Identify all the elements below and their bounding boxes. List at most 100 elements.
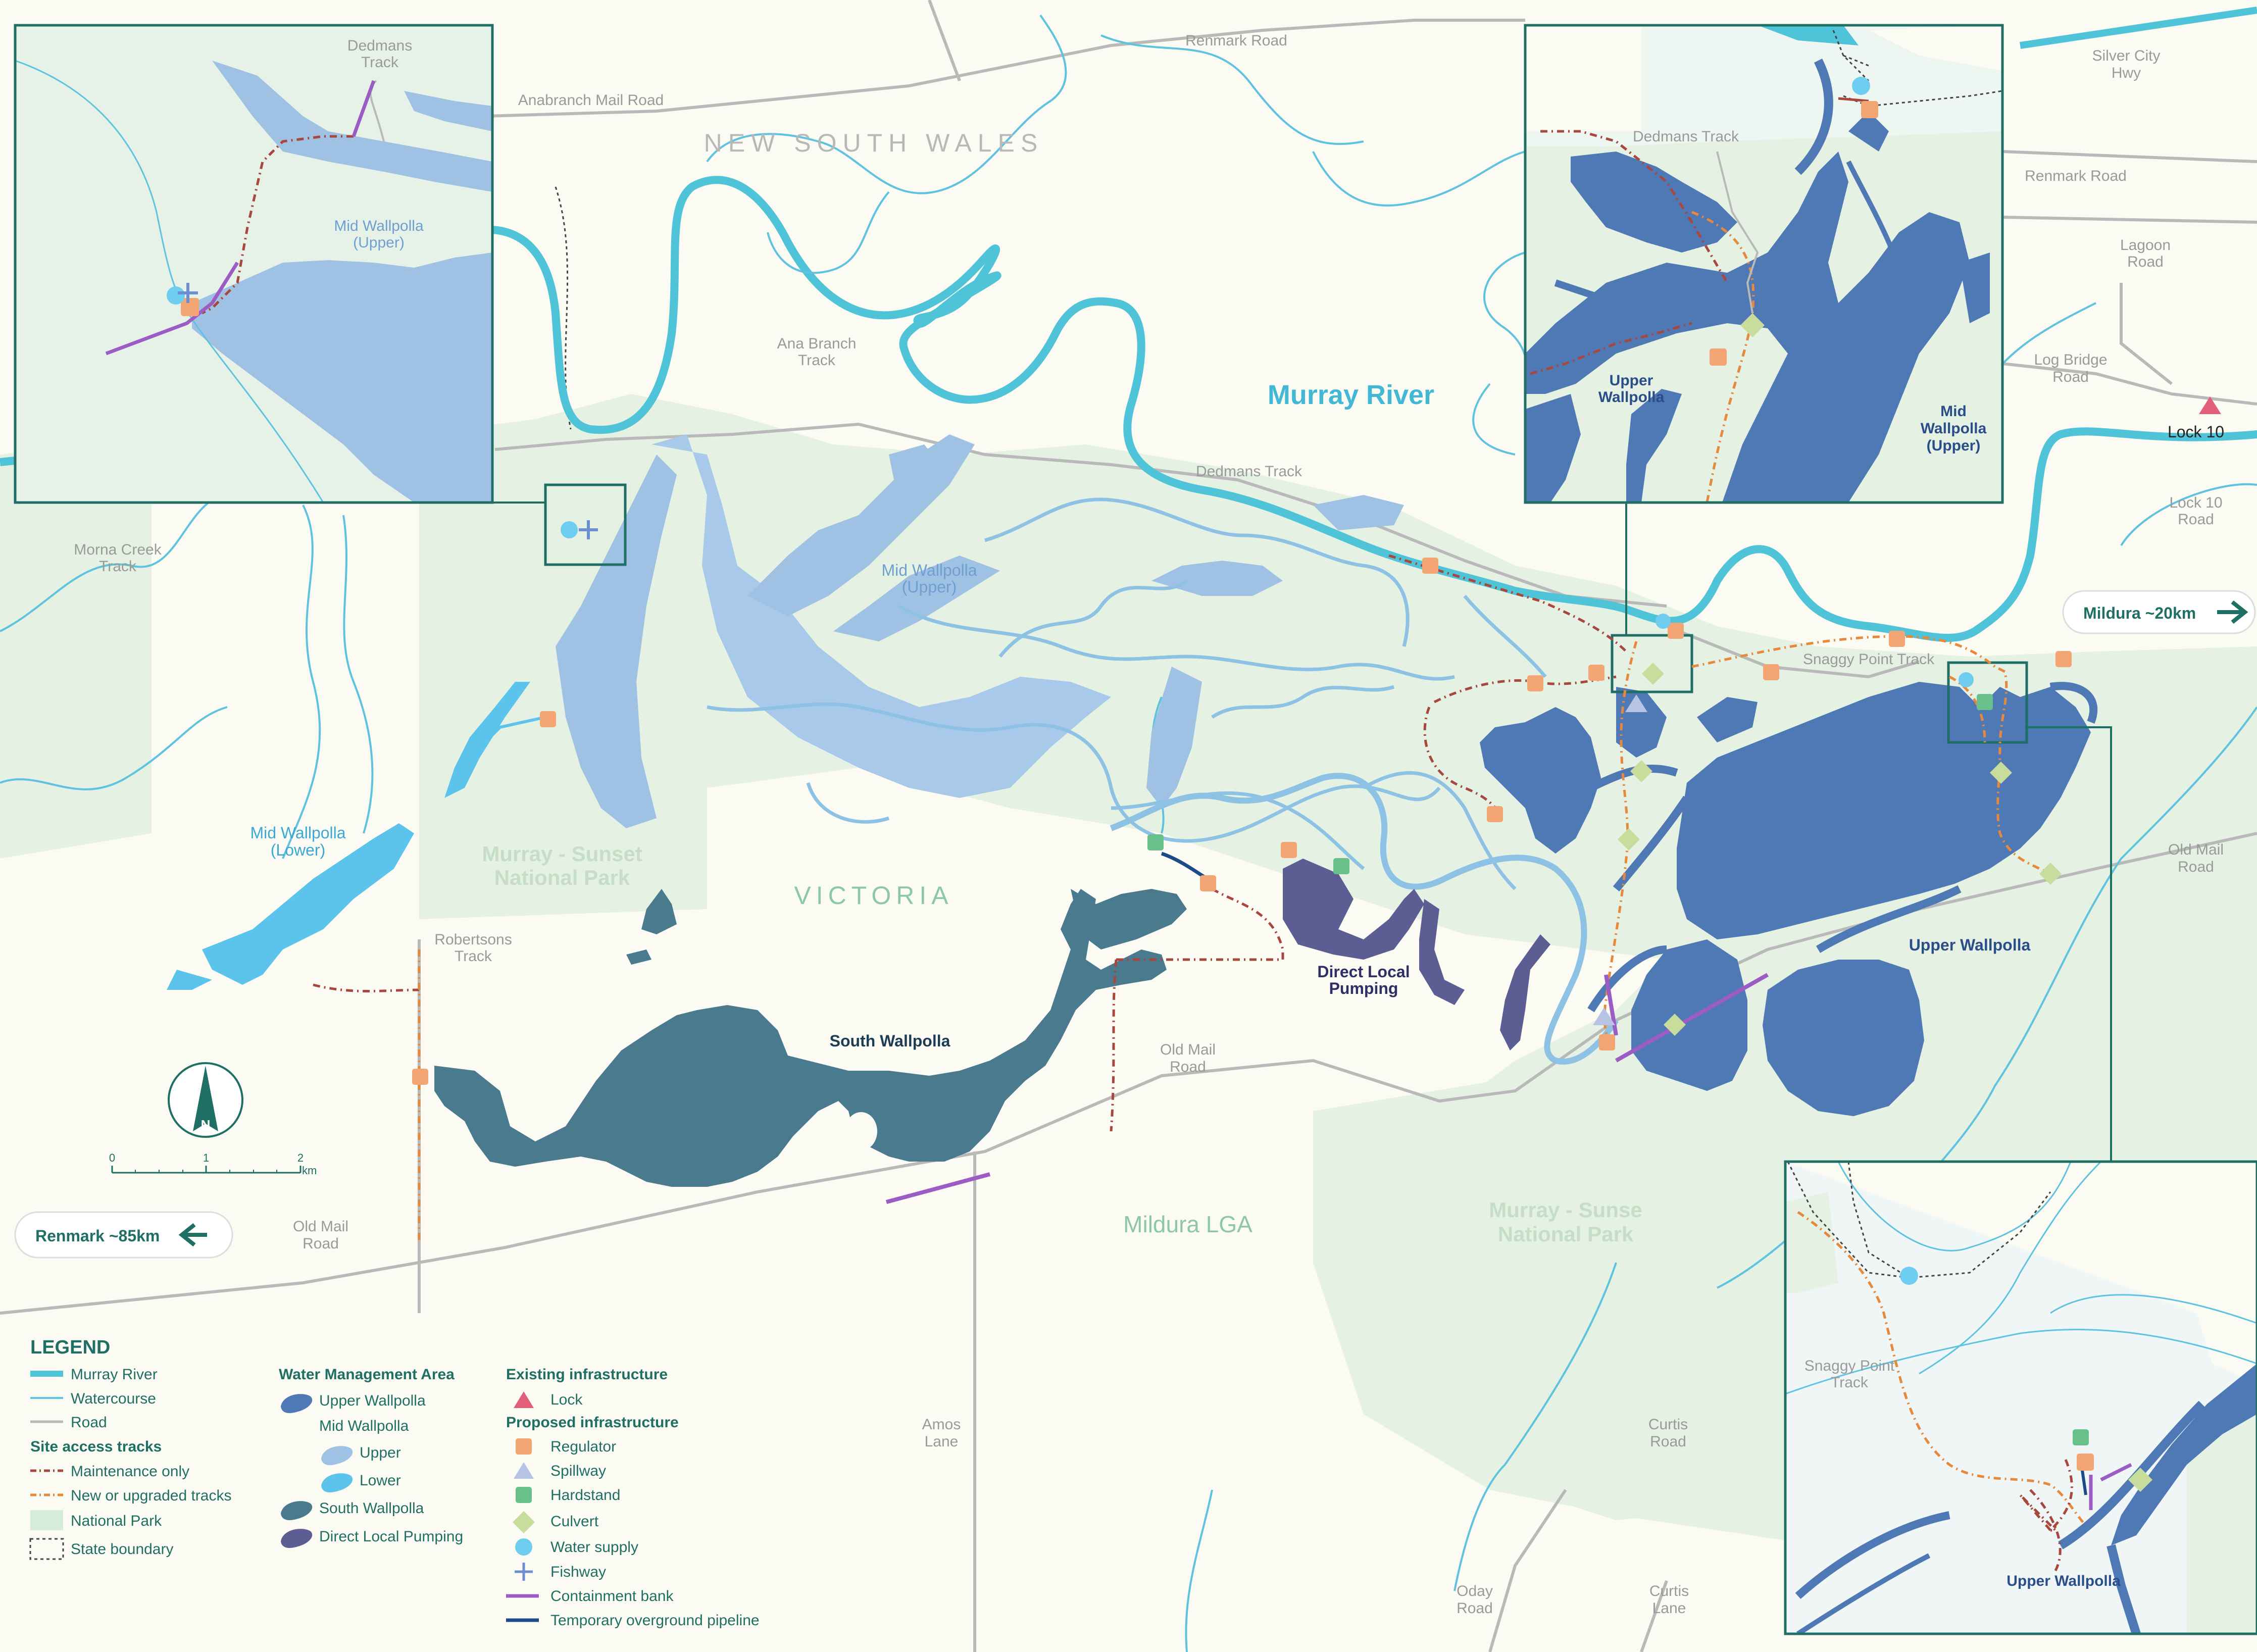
legend-wma-heading: Water Management Area [279, 1366, 455, 1383]
legend-culvert: Culvert [550, 1513, 599, 1530]
road-anabranch: Anabranch Mail Road [518, 92, 664, 109]
regulators [412, 558, 2072, 1085]
road-curtis-road-1: Curtis [1648, 1416, 1688, 1433]
road-old-mail-left-1: Old Mail [293, 1218, 348, 1235]
area-mid-lower-2: (Lower) [271, 841, 325, 859]
culverts [1618, 663, 2062, 1036]
arrow-left-icon [178, 1223, 207, 1247]
upper-wallpolla-area [1480, 682, 2091, 1116]
spillways [1593, 694, 1647, 1025]
tl-area-1: Mid Wallpolla [334, 218, 424, 234]
legend-state: State boundary [71, 1541, 173, 1558]
road-old-mail-center-2: Road [1170, 1059, 1206, 1075]
south-wallpolla-area [434, 889, 1187, 1187]
direction-renmark[interactable]: Renmark ~85km [14, 1211, 233, 1259]
road-lock10-1: Lock 10 [2169, 494, 2222, 511]
murray-river-north [2019, 7, 2257, 49]
watercourse-lower-link [473, 716, 546, 754]
label-murray-river: Murray River [1268, 380, 1434, 410]
road-old-mail-right-1: Old Mail [2168, 841, 2224, 858]
tr-mid-1: Mid [1940, 403, 1967, 420]
legend-lock: Lock [550, 1391, 583, 1408]
compass-letter: N [201, 1117, 211, 1132]
legend-fishway: Fishway [550, 1564, 606, 1580]
road-curtis-lane-1: Curtis [1649, 1583, 1689, 1599]
tr-upper-1: Upper [1610, 372, 1653, 389]
scale-unit: km [302, 1164, 317, 1177]
road-renmark-top: Renmark Road [1185, 32, 1287, 49]
br-upper: Upper Wallpolla [2007, 1573, 2121, 1589]
br-snaggy-2: Track [1831, 1374, 1869, 1391]
br-snaggy-1: Snaggy Point [1804, 1358, 1895, 1374]
hardstands [1147, 694, 1993, 874]
direction-mildura[interactable]: Mildura ~20km [2062, 590, 2256, 634]
label-park-east-2: National Park [1498, 1222, 1634, 1246]
legend-existing: Existing infrastructure [506, 1366, 668, 1383]
lock-10-marker [2199, 396, 2221, 414]
road-log-bridge-2: Road [2052, 369, 2089, 385]
tl-water-main [192, 253, 492, 503]
road-curtis-lane-2: Lane [1652, 1600, 1686, 1617]
legend-title: LEGEND [30, 1337, 110, 1358]
area-mid-upper-1: Mid Wallpolla [881, 561, 977, 579]
road-oday-2: Road [1457, 1600, 1493, 1617]
tr-mid-2: Wallpolla [1921, 420, 1987, 437]
area-mid-upper-2: (Upper) [902, 578, 957, 596]
area-direct-1: Direct Local [1317, 963, 1410, 981]
legend-upper: Upper [360, 1444, 401, 1461]
legend-pipeline: Temporary overground pipeline [550, 1612, 760, 1629]
legend-road: Road [71, 1414, 107, 1431]
label-park-west-2: National Park [494, 866, 630, 889]
road-morna-1: Morna Creek [74, 541, 162, 558]
tl-dedmans-2: Track [361, 54, 399, 71]
floodplain-creek-main [1110, 773, 1619, 1065]
area-upper: Upper Wallpolla [1909, 936, 2031, 954]
road-silver-city-1: Silver City [2092, 47, 2160, 64]
area-direct-2: Pumping [1329, 979, 1398, 997]
tl-area-2: (Upper) [353, 234, 405, 251]
tr-mid-3: (Upper) [1927, 437, 1981, 454]
scale-2: 2 [297, 1152, 304, 1164]
road-amos-1: Amos [922, 1416, 961, 1433]
legend-hardstand: Hardstand [550, 1487, 620, 1504]
label-mildura-lga: Mildura LGA [1123, 1211, 1252, 1237]
road-old-mail-right-2: Road [2178, 859, 2214, 875]
watercourses [0, 14, 2257, 1652]
tl-water-upper [212, 61, 492, 192]
road-robertsons-2: Track [455, 948, 492, 965]
south-wallpolla-island [845, 1112, 877, 1150]
legend-upper-wallpolla: Upper Wallpolla [319, 1392, 426, 1409]
legend-mid-wallpolla: Mid Wallpolla [319, 1418, 409, 1434]
fishways [579, 520, 598, 539]
inset-connectors [492, 502, 2112, 1162]
legend: LEGEND Murray River Watercourse Road Sit… [0, 1323, 808, 1652]
area-mid-lower-1: Mid Wallpolla [250, 824, 345, 842]
inset-top-right: Dedmans Track Upper Wallpolla Mid Wallpo… [1524, 24, 2004, 504]
locator-box-1 [544, 483, 627, 566]
road-old-mail-left-2: Road [303, 1235, 339, 1252]
road-curtis-road-2: Road [1650, 1433, 1686, 1450]
legend-newtracks: New or upgraded tracks [71, 1487, 232, 1504]
label-nsw: NEW SOUTH WALES [704, 129, 1044, 157]
legend-spillway: Spillway [550, 1463, 606, 1479]
road-amos-2: Lane [925, 1433, 959, 1450]
legend-direct: Direct Local Pumping [319, 1528, 463, 1545]
label-victoria: VICTORIA [794, 881, 953, 910]
murray-river [488, 176, 2257, 642]
legend-regulator: Regulator [550, 1438, 616, 1455]
road-dedmans: Dedmans Track [1196, 463, 1302, 480]
road-oday-1: Oday [1457, 1583, 1493, 1599]
road-lagoon-1: Lagoon [2120, 237, 2171, 254]
tr-upper-2: Wallpolla [1598, 389, 1665, 406]
murray-river-west [0, 457, 16, 466]
direct-local-pumping-area [1283, 859, 1550, 1050]
legend-water-supply: Water supply [550, 1539, 638, 1556]
road-lock10-2: Road [2178, 511, 2214, 528]
label-park-west-1: Murray - Sunset [482, 842, 642, 866]
inset-bottom-right: Snaggy Point Track Upper Wallpolla [1784, 1160, 2257, 1635]
road-ana-branch-2: Track [798, 352, 836, 369]
legend-south: South Wallpolla [319, 1500, 424, 1517]
label-park-east-1: Murray - Sunse [1489, 1198, 1642, 1222]
